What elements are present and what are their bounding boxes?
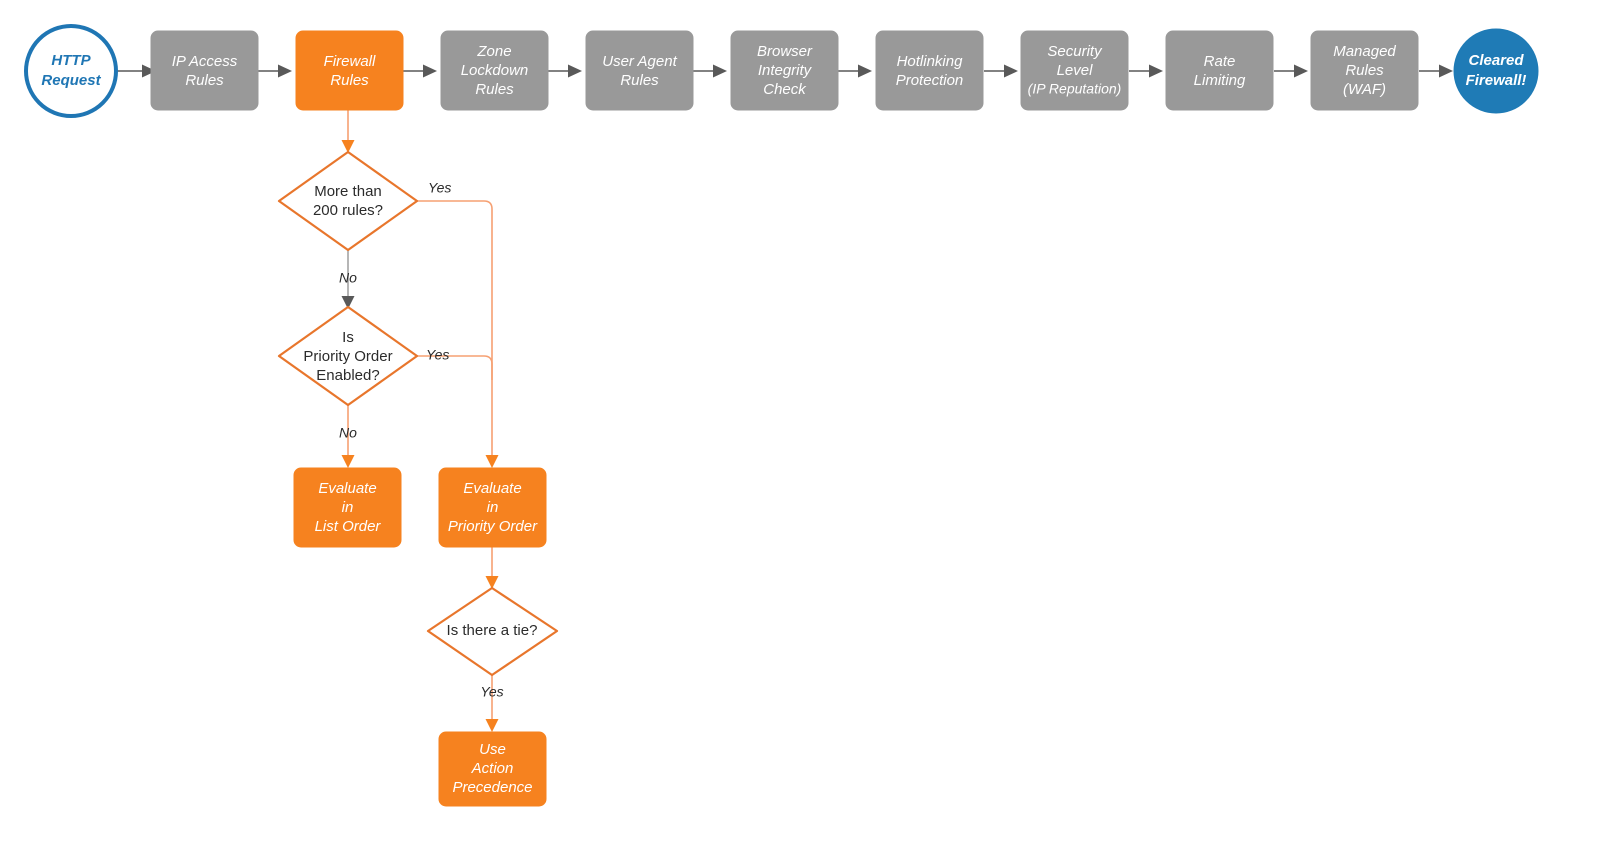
connector-managed-rules-to-end (1419, 64, 1453, 78)
node-decision-is-there-a-tie[interactable]: Is there a tie? (426, 586, 559, 677)
node-evaluate-in-priority-order[interactable]: Evaluate in Priority Order (438, 467, 547, 548)
node-rate-limiting[interactable]: Rate Limiting (1165, 30, 1274, 111)
node-security-level[interactable]: Security Level (IP Reputation) (1020, 30, 1129, 111)
node-browser-integrity-check[interactable]: Browser Integrity Check (730, 30, 839, 111)
ip-access-rules-box[interactable] (150, 30, 259, 111)
node-user-agent-rules[interactable]: User Agent Rules (585, 30, 694, 111)
edge-label-priority-yes: Yes (426, 347, 449, 363)
connector-browser-integrity-to-hotlinking (838, 64, 872, 78)
node-use-action-precedence[interactable]: Use Action Precedence (438, 731, 547, 807)
node-decision-more-than-200-rules[interactable]: More than 200 rules? (277, 150, 419, 252)
pipeline-connectors (117, 64, 1453, 78)
firewall-rules-box[interactable] (295, 30, 404, 111)
rate-limiting-box[interactable] (1165, 30, 1274, 111)
connector-rate-limiting-to-managed-rules (1274, 64, 1308, 78)
user-agent-rules-box[interactable] (585, 30, 694, 111)
node-managed-rules-waf[interactable]: Managed Rules (WAF) (1310, 30, 1419, 111)
node-hotlinking-protection[interactable]: Hotlinking Protection (875, 30, 984, 111)
hotlinking-protection-box[interactable] (875, 30, 984, 111)
evaluate-in-list-order-box[interactable] (293, 467, 402, 548)
more-than-200-rules-diamond[interactable] (277, 150, 419, 252)
node-ip-access-rules[interactable]: IP Access Rules (150, 30, 259, 111)
connector-hotlinking-to-security-level (984, 64, 1018, 78)
connector-priority-no-to-list-order (341, 403, 355, 468)
connector-priority-order-to-tie-decision (485, 547, 499, 589)
use-action-precedence-box[interactable] (438, 731, 547, 807)
evaluate-in-priority-order-box[interactable] (438, 467, 547, 548)
connector-zone-lockdown-to-user-agent (548, 64, 582, 78)
http-request-circle[interactable] (24, 24, 118, 118)
connector-tie-yes-to-action-precedence (485, 675, 499, 732)
connector-200-rules-yes-to-priority-order (417, 200, 499, 468)
node-decision-is-priority-order-enabled[interactable]: Is Priority Order Enabled? (277, 305, 419, 407)
is-there-a-tie-diamond[interactable] (426, 586, 559, 677)
is-priority-order-enabled-diamond[interactable] (277, 305, 419, 407)
node-evaluate-in-list-order[interactable]: Evaluate in List Order (293, 467, 402, 548)
managed-rules-waf-box[interactable] (1310, 30, 1419, 111)
connector-security-level-to-rate-limiting (1129, 64, 1163, 78)
node-firewall-rules[interactable]: Firewall Rules (295, 30, 404, 111)
connector-priority-yes-to-priority-order (417, 355, 493, 380)
connector-firewall-to-decision-200-rules (341, 110, 355, 153)
edge-label-200-rules-yes: Yes (428, 180, 451, 196)
connector-firewall-to-zone-lockdown (403, 64, 437, 78)
security-level-box[interactable] (1020, 30, 1129, 111)
node-cleared-firewall[interactable]: Cleared Firewall! (1453, 28, 1539, 114)
connector-200-rules-no-to-priority-decision (341, 246, 355, 309)
node-zone-lockdown-rules[interactable]: Zone Lockdown Rules (440, 30, 549, 111)
branch-connectors (341, 110, 499, 732)
connector-ip-access-to-firewall (258, 64, 292, 78)
node-http-request[interactable]: HTTP Request (24, 24, 118, 118)
connector-user-agent-to-browser-integrity (693, 64, 727, 78)
zone-lockdown-rules-box[interactable] (440, 30, 549, 111)
browser-integrity-check-box[interactable] (730, 30, 839, 111)
connector-start-to-ip-access (117, 64, 156, 78)
cleared-firewall-circle[interactable] (1453, 28, 1539, 114)
